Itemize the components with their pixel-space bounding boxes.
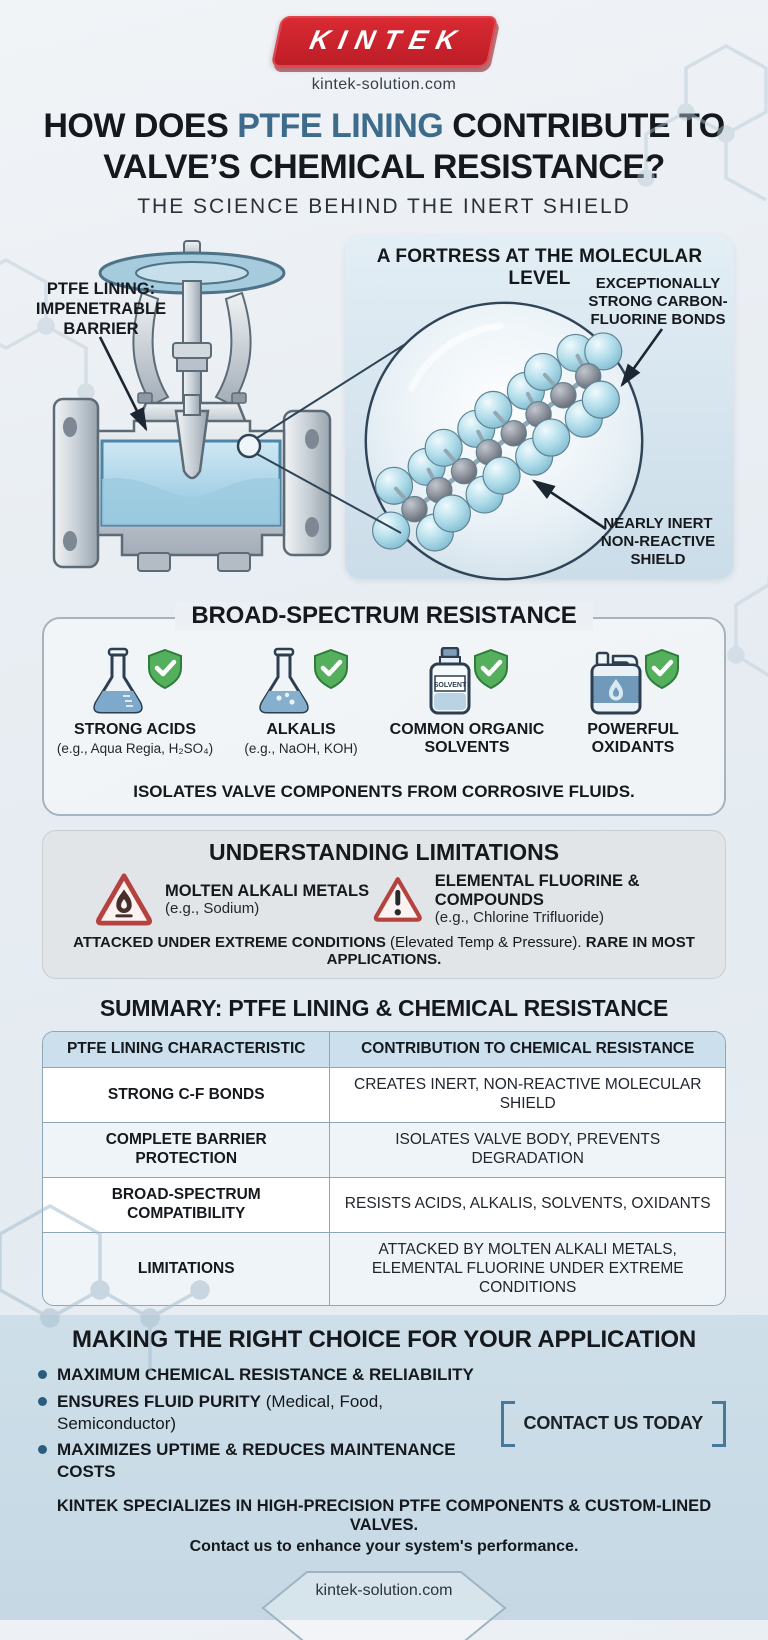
green-check-shield-icon: [148, 648, 182, 689]
table-header-row: PTFE LINING CHARACTERISTIC CONTRIBUTION …: [43, 1032, 725, 1068]
flammable-warning-icon: [95, 873, 153, 926]
summary-title: SUMMARY: PTFE LINING & CHEMICAL RESISTAN…: [99, 995, 669, 1022]
resistance-item-sub: [384, 758, 550, 774]
table-cell-contribution: CREATES INERT, NON-REACTIVE MOLECULAR SH…: [329, 1068, 725, 1123]
footer: kintek-solution.com: [38, 1568, 730, 1640]
resistance-item-sub: [550, 758, 716, 774]
limitation-label: ELEMENTAL FLUORINE & COMPOUNDS: [434, 872, 640, 909]
molecular-panel-title: A FORTRESS AT THE MOLECULAR LEVEL: [376, 245, 703, 289]
bullet-bold: MAXIMIZES UPTIME & REDUCES MAINTENANCE C…: [57, 1439, 456, 1481]
green-check-shield-icon: [314, 648, 348, 689]
contact-us-label: CONTACT US TODAY: [523, 1413, 704, 1434]
limitations-note-regular: (Elevated Temp & Pressure).: [385, 934, 586, 952]
acid-flask-icon: [93, 647, 143, 714]
title-post: CONTRIBUTE TO VALVE’S CHEMICAL RESISTANC…: [103, 107, 725, 186]
resistance-item-alkalis: ALKALIS (e.g., NaOH, KOH): [218, 641, 384, 775]
resistance-item-solvents: SOLVENT COMMON ORGANIC SOLVENTS: [384, 641, 550, 775]
limitations-panel: UNDERSTANDING LIMITATIONS MOLTEN ALKALI …: [42, 830, 726, 980]
limitations-note-bold1: ATTACKED UNDER EXTREME CONDITIONS: [73, 934, 386, 952]
table-header-cell: PTFE LINING CHARACTERISTIC: [66, 1040, 306, 1058]
green-check-shield-icon: [474, 648, 508, 689]
table-cell-characteristic: STRONG C-F BONDS: [107, 1085, 265, 1103]
limitations-note: ATTACKED UNDER EXTREME CONDITIONS (Eleva…: [61, 934, 707, 968]
kintek-logo-text: KINTEK: [306, 25, 468, 55]
resistance-item-oxidants: POWERFUL OXIDANTS: [550, 641, 716, 775]
contact-us-button[interactable]: CONTACT US TODAY: [500, 1400, 726, 1447]
tagline-1: KINTEK SPECIALIZES IN HIGH-PRECISION PTF…: [56, 1496, 712, 1534]
bracket-left-icon: [500, 1400, 515, 1447]
bullet-item: MAXIMIZES UPTIME & REDUCES MAINTENANCE C…: [38, 1439, 495, 1483]
title-highlight: PTFE LINING: [237, 107, 444, 145]
resistance-item-label: ALKALIS: [266, 720, 336, 738]
kintek-logo: KINTEK: [270, 16, 498, 67]
choice-bullets: MAXIMUM CHEMICAL RESISTANCE & RELIABILIT…: [38, 1360, 495, 1486]
resistance-item-acids: STRONG ACIDS (e.g., Aqua Regia, H₂SO₄): [52, 641, 218, 775]
bond-callout-label: EXCEPTIONALLY STRONG CARBON-FLUORINE BON…: [588, 274, 728, 329]
table-cell-contribution: RESISTS ACIDS, ALKALIS, SOLVENTS, OXIDAN…: [329, 1177, 725, 1232]
exclamation-warning-icon: [373, 877, 423, 923]
limitation-sub: (e.g., Chlorine Trifluoride): [434, 909, 605, 927]
title-pre: HOW DOES: [43, 107, 238, 145]
alkali-flask-icon: [259, 647, 309, 714]
header-website-link[interactable]: kintek-solution.com: [311, 76, 457, 93]
choice-section: MAKING THE RIGHT CHOICE FOR YOUR APPLICA…: [0, 1315, 768, 1640]
solvent-bottle-icon: SOLVENT: [429, 646, 471, 715]
table-row: LIMITATIONS ATTACKED BY MOLTEN ALKALI ME…: [43, 1231, 725, 1306]
footer-hexagon-outline: [261, 1570, 507, 1640]
resistance-item-label: STRONG ACIDS: [73, 720, 197, 738]
table-cell-contribution: ISOLATES VALVE BODY, PREVENTS DEGRADATIO…: [329, 1123, 725, 1177]
bullet-bold: ENSURES FLUID PURITY: [57, 1391, 262, 1411]
limitations-note-bold2: RARE IN MOST APPLICATIONS.: [326, 934, 695, 969]
tagline-2: Contact us to enhance your system's perf…: [189, 1537, 579, 1555]
bullet-bold: MAXIMUM CHEMICAL RESISTANCE & RELIABILIT…: [57, 1365, 474, 1385]
resistance-title: BROAD-SPECTRUM RESISTANCE: [175, 601, 593, 630]
resistance-item-label: POWERFUL OXIDANTS: [587, 720, 679, 756]
page-subtitle: THE SCIENCE BEHIND THE INERT SHIELD: [137, 194, 631, 218]
choice-title: MAKING THE RIGHT CHOICE FOR YOUR APPLICA…: [71, 1326, 697, 1354]
bullet-dot-icon: [38, 1396, 47, 1406]
diagram-section: A FORTRESS AT THE MOLECULAR LEVEL: [0, 233, 768, 591]
table-cell-characteristic: LIMITATIONS: [137, 1259, 235, 1277]
bracket-right-icon: [712, 1400, 726, 1447]
bullet-dot-icon: [38, 1370, 47, 1380]
resistance-note: ISOLATES VALVE COMPONENTS FROM CORROSIVE…: [133, 782, 635, 802]
bullet-dot-icon: [38, 1444, 47, 1454]
table-row: STRONG C-F BONDS CREATES INERT, NON-REAC…: [43, 1067, 725, 1123]
page-title: HOW DOES PTFE LINING CONTRIBUTE TO VALVE…: [28, 106, 740, 188]
resistance-item-sub: (e.g., NaOH, KOH): [244, 740, 358, 756]
table-header-cell: CONTRIBUTION TO CHEMICAL RESISTANCE: [329, 1032, 725, 1068]
green-check-shield-icon: [645, 648, 679, 689]
limitation-item-alkali-metals: MOLTEN ALKALI METALS (e.g., Sodium): [95, 872, 373, 926]
footer-website-link[interactable]: kintek-solution.com: [315, 1581, 453, 1599]
resistance-panel: BROAD-SPECTRUM RESISTANCE STRONG ACIDS (…: [42, 601, 726, 817]
table-row: COMPLETE BARRIER PROTECTION ISOLATES VAL…: [43, 1122, 725, 1177]
molecule-bubble-illustration: [364, 301, 644, 581]
solvent-bottle-label: SOLVENT: [434, 682, 467, 689]
limitation-item-fluorine: ELEMENTAL FLUORINE & COMPOUNDS (e.g., Ch…: [373, 872, 707, 926]
resistance-item-sub: (e.g., Aqua Regia, H₂SO₄): [56, 740, 214, 756]
valve-callout-label: PTFE LINING: IMPENETRABLE BARRIER: [35, 279, 167, 338]
table-cell-contribution: ATTACKED BY MOLTEN ALKALI METALS, ELEMEN…: [329, 1232, 725, 1306]
limitation-sub: (e.g., Sodium): [165, 900, 260, 918]
limitations-title: UNDERSTANDING LIMITATIONS: [208, 839, 560, 866]
resistance-item-label: COMMON ORGANIC SOLVENTS: [389, 720, 545, 756]
table-cell-characteristic: COMPLETE BARRIER PROTECTION: [105, 1131, 267, 1168]
summary-table: PTFE LINING CHARACTERISTIC CONTRIBUTION …: [42, 1031, 726, 1307]
table-cell-characteristic: BROAD-SPECTRUM COMPATIBILITY: [111, 1185, 261, 1222]
bullet-item: ENSURES FLUID PURITY (Medical, Food, Sem…: [38, 1391, 495, 1435]
limitation-label: MOLTEN ALKALI METALS: [165, 881, 370, 900]
oxidant-jug-icon: [590, 651, 642, 715]
table-row: BROAD-SPECTRUM COMPATIBILITY RESISTS ACI…: [43, 1176, 725, 1232]
shield-callout-label: NEARLY INERT NON-REACTIVE SHIELD: [600, 514, 716, 569]
header: KINTEK kintek-solution.com: [0, 0, 768, 94]
